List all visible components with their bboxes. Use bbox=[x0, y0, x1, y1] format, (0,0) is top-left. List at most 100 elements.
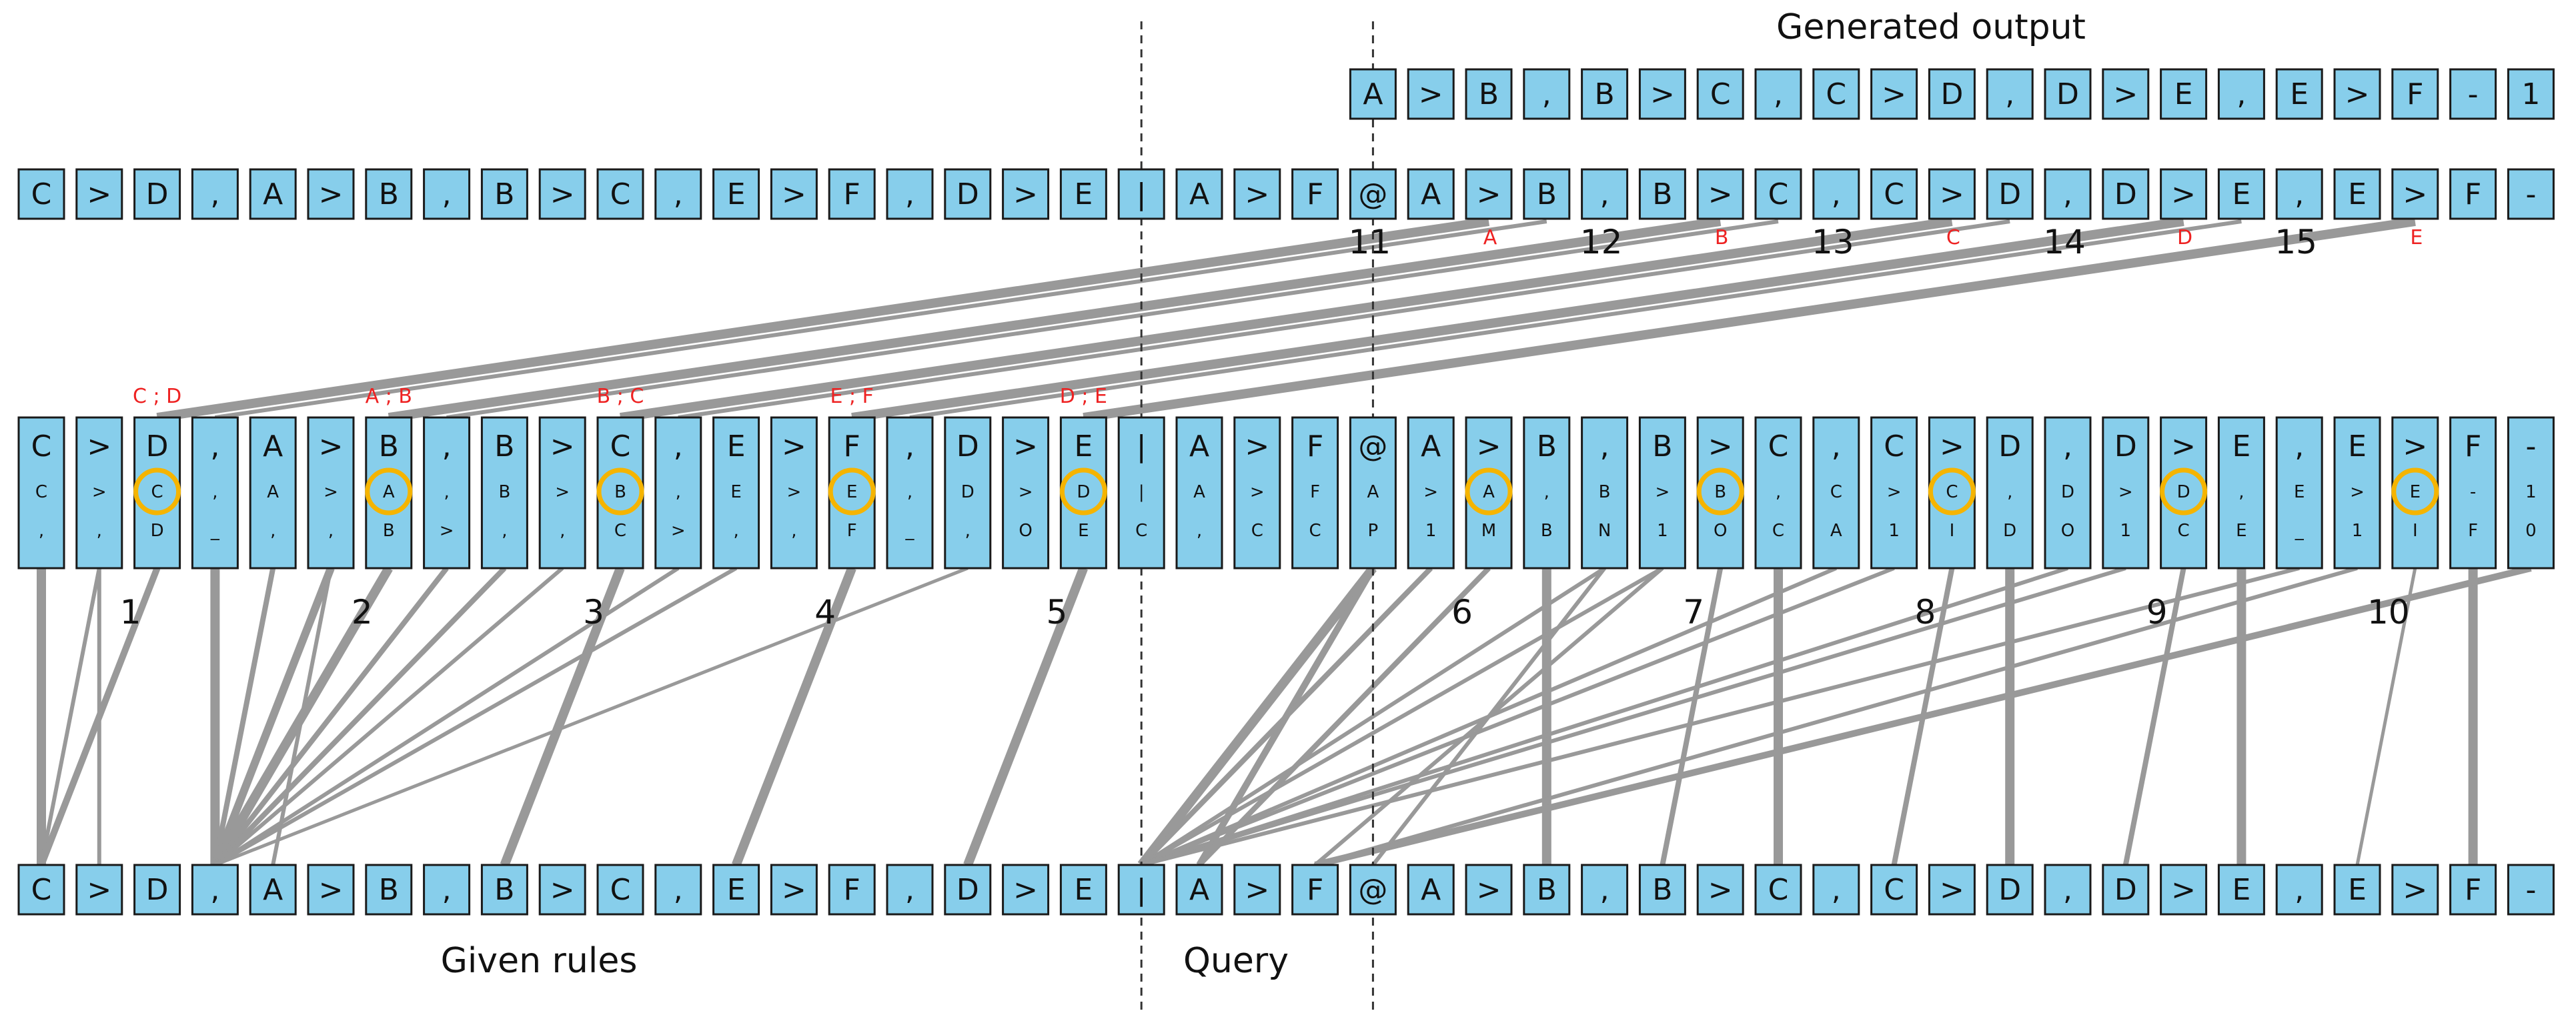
middle-token bbox=[1986, 416, 2034, 570]
top-token-label: , bbox=[2063, 177, 2072, 211]
middle-token-label: > bbox=[2171, 429, 2196, 463]
top-token bbox=[133, 168, 181, 220]
generated-token-label: 1 bbox=[2521, 77, 2540, 111]
middle-token-sublabel: > bbox=[2118, 482, 2133, 502]
output-token-label: E bbox=[2410, 226, 2423, 249]
bottom-token bbox=[17, 864, 65, 916]
generated-token-label: C bbox=[1826, 77, 1846, 111]
top-token-label: > bbox=[782, 177, 806, 211]
top-token-label: , bbox=[674, 177, 683, 211]
middle-token-label: > bbox=[1708, 429, 1733, 463]
bottom-token-label: B bbox=[1537, 873, 1557, 907]
attention-link bbox=[851, 217, 2184, 422]
rule-pair-label: D ; E bbox=[1060, 385, 1107, 408]
middle-token-sublabel: D bbox=[961, 482, 975, 502]
middle-token-sublabel: , bbox=[502, 521, 507, 541]
output-token-label: D bbox=[2177, 226, 2192, 249]
middle-token bbox=[2449, 416, 2497, 570]
generated-token bbox=[2102, 68, 2150, 120]
middle-token-sublabel: 1 bbox=[1888, 521, 1900, 541]
top-token-label: D bbox=[146, 177, 169, 211]
top-token bbox=[1928, 168, 1976, 220]
generated-token-label: B bbox=[1479, 77, 1499, 111]
generated-token bbox=[2217, 68, 2265, 120]
attention-link bbox=[38, 567, 161, 866]
step-number: 2 bbox=[352, 593, 373, 632]
bottom-token-label: C bbox=[610, 873, 631, 907]
middle-token-sublabel: C bbox=[1251, 521, 1263, 541]
middle-token bbox=[1349, 416, 1397, 570]
generated-token bbox=[1581, 68, 1629, 120]
bottom-token-label: D bbox=[956, 873, 979, 907]
attention-link bbox=[212, 568, 276, 866]
middle-token-sublabel: F bbox=[1310, 482, 1320, 502]
bottom-token-label: , bbox=[674, 873, 683, 907]
middle-token bbox=[2160, 416, 2208, 570]
middle-token-label: F bbox=[2465, 429, 2481, 463]
bottom-token bbox=[1291, 864, 1339, 916]
bottom-token bbox=[1870, 864, 1918, 916]
top-token bbox=[712, 168, 760, 220]
middle-token-sublabel: F bbox=[847, 521, 857, 541]
step-number: 5 bbox=[1046, 593, 1067, 632]
top-token bbox=[828, 168, 876, 220]
bottom-token bbox=[133, 864, 181, 916]
rule-pair-label: A ; B bbox=[366, 385, 412, 408]
middle-token-sublabel: 0 bbox=[2525, 521, 2537, 541]
bottom-token-label: E bbox=[2232, 873, 2250, 907]
generated-token bbox=[1349, 68, 1397, 120]
bottom-token-label: D bbox=[1998, 873, 2021, 907]
middle-token-label: > bbox=[1477, 429, 1501, 463]
bottom-token bbox=[365, 864, 413, 916]
middle-token-sublabel: > bbox=[92, 482, 107, 502]
bottom-token-label: F bbox=[844, 873, 860, 907]
bottom-token-label: > bbox=[1245, 873, 1269, 907]
middle-token-sublabel: E bbox=[2294, 482, 2305, 502]
middle-token-label: F bbox=[1307, 429, 1323, 463]
attention-link bbox=[1140, 566, 1664, 867]
attention-link bbox=[1141, 566, 1895, 867]
output-token-label: B bbox=[1715, 226, 1729, 249]
middle-token-sublabel: 1 bbox=[2120, 521, 2132, 541]
top-token-label: E bbox=[2348, 177, 2367, 211]
bottom-token bbox=[1117, 864, 1165, 916]
middle-token bbox=[654, 416, 702, 570]
middle-token-sublabel: B bbox=[498, 482, 510, 502]
middle-token-sublabel: , bbox=[2238, 482, 2244, 502]
bottom-token bbox=[75, 864, 123, 916]
bottom-token-label: > bbox=[1940, 873, 1964, 907]
attention-link bbox=[214, 219, 1547, 419]
bottom-token bbox=[538, 864, 586, 916]
attention-link bbox=[963, 566, 1088, 867]
top-token bbox=[1002, 168, 1050, 220]
bottom-token-label: > bbox=[2171, 873, 2196, 907]
attention-link bbox=[213, 566, 564, 867]
attention-link bbox=[619, 217, 1953, 422]
attention-link bbox=[156, 217, 1490, 422]
middle-token bbox=[249, 416, 297, 570]
bottom-token bbox=[1059, 864, 1107, 916]
top-token-label: | bbox=[1137, 177, 1147, 211]
bottom-token bbox=[2507, 864, 2555, 916]
step-number: 14 bbox=[2043, 223, 2086, 261]
middle-token-label: , bbox=[210, 429, 219, 463]
bottom-token bbox=[1002, 864, 1050, 916]
middle-token-sublabel: C bbox=[1946, 482, 1958, 502]
middle-token-label: A bbox=[1189, 429, 1209, 463]
middle-token-sublabel: , bbox=[733, 521, 738, 541]
top-token-label: D bbox=[1998, 177, 2021, 211]
middle-token bbox=[1059, 416, 1107, 570]
attention-link bbox=[39, 568, 101, 866]
middle-token-sublabel: D bbox=[2003, 521, 2016, 541]
middle-token-sublabel: B bbox=[1714, 482, 1726, 502]
step-number: 1 bbox=[120, 593, 141, 632]
middle-token-label: @ bbox=[1358, 429, 1387, 463]
middle-token-sublabel: E bbox=[1078, 521, 1089, 541]
middle-token-sublabel: _ bbox=[210, 521, 220, 541]
bottom-token-row: C>D,A>B,B>C,E>F,D>E|A>F@A>B,B>C,C>D,D>E,… bbox=[17, 864, 2555, 916]
middle-token bbox=[1465, 416, 1513, 570]
output-token-label: C bbox=[1946, 226, 1960, 249]
middle-token-sublabel: > bbox=[2350, 482, 2365, 502]
attention-link bbox=[214, 566, 969, 867]
middle-token-label: > bbox=[1245, 429, 1269, 463]
